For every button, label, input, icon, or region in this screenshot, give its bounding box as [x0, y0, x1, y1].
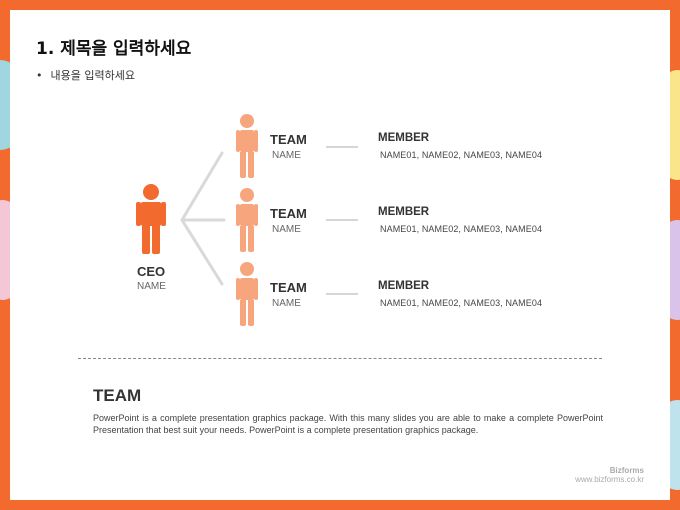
- member-names: NAME01, NAME02, NAME03, NAME04: [380, 150, 543, 160]
- team-name: NAME: [272, 150, 301, 161]
- team-title: TEAM: [270, 206, 307, 221]
- bullet-text: 내용을 입력하세요: [50, 69, 135, 82]
- member-names: NAME01, NAME02, NAME03, NAME04: [380, 298, 543, 308]
- slide-title: 1. 제목을 입력하세요: [36, 39, 192, 59]
- team-title: TEAM: [270, 132, 307, 147]
- brand-name: Bizforms: [609, 466, 644, 475]
- member-title: MEMBER: [378, 206, 430, 218]
- team-name: NAME: [272, 224, 301, 235]
- team-connector: [326, 219, 358, 221]
- member-names: NAME01, NAME02, NAME03, NAME04: [380, 224, 543, 234]
- ceo-name: NAME: [137, 281, 166, 292]
- section-description: PowerPoint is a complete presentation gr…: [93, 413, 603, 435]
- team-person-icon: [236, 188, 258, 252]
- section-heading: TEAM: [93, 386, 142, 405]
- team-name: NAME: [272, 298, 301, 309]
- ceo-title: CEO: [137, 264, 166, 279]
- bullet-dot: •: [36, 69, 43, 82]
- brand-url: www.bizforms.co.kr: [575, 475, 644, 484]
- team-person-icon: [236, 262, 258, 326]
- ceo-person-icon: [136, 184, 166, 258]
- team-connector: [326, 293, 358, 295]
- team-person-icon: [236, 114, 258, 178]
- team-connector: [326, 146, 358, 148]
- team-title: TEAM: [270, 280, 307, 295]
- member-title: MEMBER: [378, 132, 430, 144]
- org-branch-lines: [180, 151, 226, 286]
- section-divider: [78, 358, 602, 359]
- slide-bullet: • 내용을 입력하세요: [36, 67, 135, 83]
- brand-watermark: Bizforms www.bizforms.co.kr: [575, 466, 644, 484]
- member-title: MEMBER: [378, 280, 430, 292]
- slide-card: 1. 제목을 입력하세요 • 내용을 입력하세요 CEO NAME TEAM NA…: [10, 10, 670, 500]
